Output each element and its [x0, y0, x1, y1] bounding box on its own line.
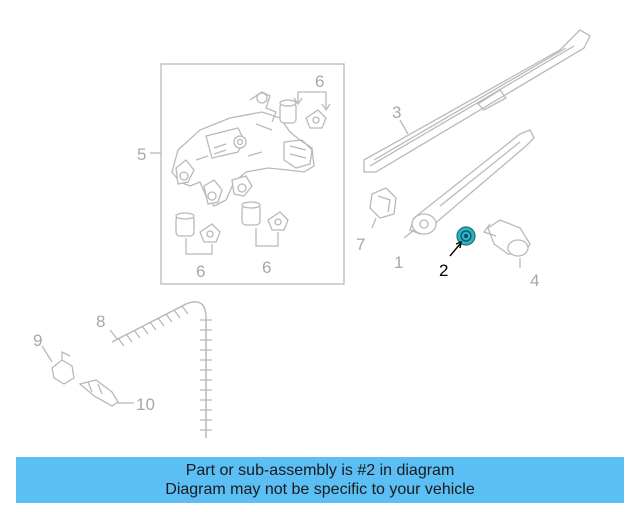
connector-drawing	[51, 350, 75, 385]
cap-drawing	[369, 187, 397, 219]
grommet-set-lower-left	[175, 212, 221, 255]
callout-labels: 1 2 3 4 5 6 6 6 7 8 9 10	[33, 72, 539, 414]
callout-4: 4	[530, 271, 539, 290]
nut-part-2-highlighted	[456, 226, 476, 246]
callout-6-lower-left: 6	[196, 262, 205, 281]
callout-8: 8	[96, 312, 105, 331]
grommet-set-top	[279, 91, 331, 129]
callout-9: 9	[33, 331, 42, 350]
leader-lines	[41, 119, 521, 404]
banner-line-1: Part or sub-assembly is #2 in diagram	[185, 462, 455, 479]
callout-2: 2	[439, 261, 448, 280]
callout-3: 3	[392, 103, 401, 122]
washer-hose-drawing	[111, 301, 212, 438]
wiper-motor-drawing	[171, 91, 315, 207]
callout-5: 5	[137, 145, 146, 164]
check-valve-drawing	[78, 379, 119, 407]
wiper-blade-drawing	[363, 29, 591, 173]
callout-6-top: 6	[315, 72, 324, 91]
motor-assembly-box	[160, 63, 345, 285]
callout-7: 7	[356, 235, 365, 254]
callout-1: 1	[394, 253, 403, 272]
grommet-set-lower-right	[241, 201, 289, 247]
callout-6-lower-right: 6	[262, 258, 271, 277]
callout-10: 10	[136, 395, 155, 414]
wiper-arm-drawing	[409, 129, 535, 235]
washer-nozzle-drawing	[482, 219, 531, 257]
info-banner: Part or sub-assembly is #2 in diagram Di…	[16, 457, 624, 503]
banner-line-2: Diagram may not be specific to your vehi…	[165, 481, 475, 498]
motor-assembly-group	[160, 63, 345, 285]
